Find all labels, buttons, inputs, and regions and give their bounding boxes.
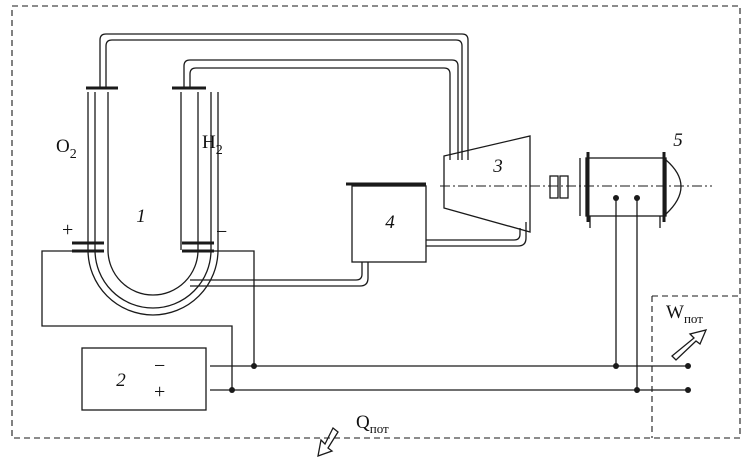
electrolyzer-u-tube xyxy=(72,86,219,316)
gas-pipes xyxy=(99,33,469,160)
anode-sign: + xyxy=(62,219,73,241)
electrolyzer-number: 1 xyxy=(136,206,146,227)
water-return-pipe xyxy=(190,262,369,287)
turbine-number: 3 xyxy=(492,156,503,177)
hydrogen-label: H2 xyxy=(202,132,223,158)
power-loss-label: Wпот xyxy=(666,302,703,326)
generator xyxy=(579,152,682,228)
power-loss-arrow xyxy=(671,329,708,361)
cathode-sign: − xyxy=(216,221,227,243)
heat-loss-arrow xyxy=(317,426,339,457)
condensate-pipe xyxy=(426,222,527,247)
source-minus-sign: − xyxy=(154,355,165,377)
source-plus-sign: + xyxy=(154,381,165,403)
power-source-number: 2 xyxy=(116,370,126,391)
system-boundary xyxy=(11,5,741,439)
tank xyxy=(346,182,427,263)
coupling xyxy=(549,175,569,199)
tank-number: 4 xyxy=(385,212,395,233)
generator-number: 5 xyxy=(673,130,683,151)
heat-loss-label: Qпот xyxy=(356,412,389,436)
turbine xyxy=(443,135,531,233)
electrical-wiring xyxy=(41,198,691,393)
oxygen-label: O2 xyxy=(56,136,77,162)
power-source xyxy=(81,347,207,411)
